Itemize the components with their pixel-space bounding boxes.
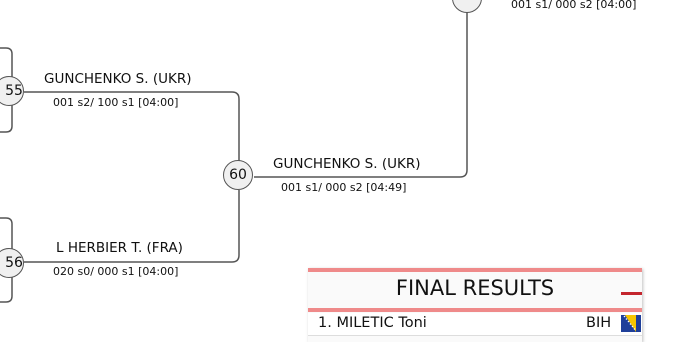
match-node-60-label: 60 — [229, 167, 247, 183]
bracket-line-55 — [24, 91, 240, 164]
final-results-title: FINAL RESULTS — [395, 276, 555, 300]
final-results-top-bar — [308, 268, 642, 272]
bosnia-flag-icon — [621, 315, 641, 332]
result-country: BIH — [586, 315, 612, 331]
match-score-55: 001 s2/ 100 s1 [04:00] — [53, 96, 179, 109]
bracket-line-56 — [24, 190, 240, 263]
match-score-60: 001 s1/ 000 s2 [04:49] — [281, 181, 407, 194]
bracket-line-60 — [254, 8, 468, 178]
result-name: 1. MILETIC Toni — [318, 315, 427, 331]
final-results-divider — [308, 308, 642, 312]
match-winner-56: L HERBIER T. (FRA) — [56, 240, 183, 256]
match-score-top: 001 s1/ 000 s2 [04:00] — [511, 0, 637, 11]
match-node-55-label: 55 — [5, 83, 23, 99]
match-node-60[interactable]: 60 — [223, 160, 253, 190]
final-results-panel: FINAL RESULTS 1. MILETIC Toni BIH — [308, 268, 642, 342]
match-node-55[interactable]: 55 — [0, 76, 24, 106]
match-score-56: 020 s0/ 000 s1 [04:00] — [53, 265, 179, 278]
match-winner-60: GUNCHENKO S. (UKR) — [273, 156, 421, 172]
flag-underline — [621, 292, 642, 295]
match-winner-55: GUNCHENKO S. (UKR) — [44, 71, 192, 87]
match-node-56-label: 56 — [5, 255, 23, 271]
result-row[interactable]: 1. MILETIC Toni BIH — [308, 313, 642, 336]
match-node-56[interactable]: 56 — [0, 248, 24, 278]
